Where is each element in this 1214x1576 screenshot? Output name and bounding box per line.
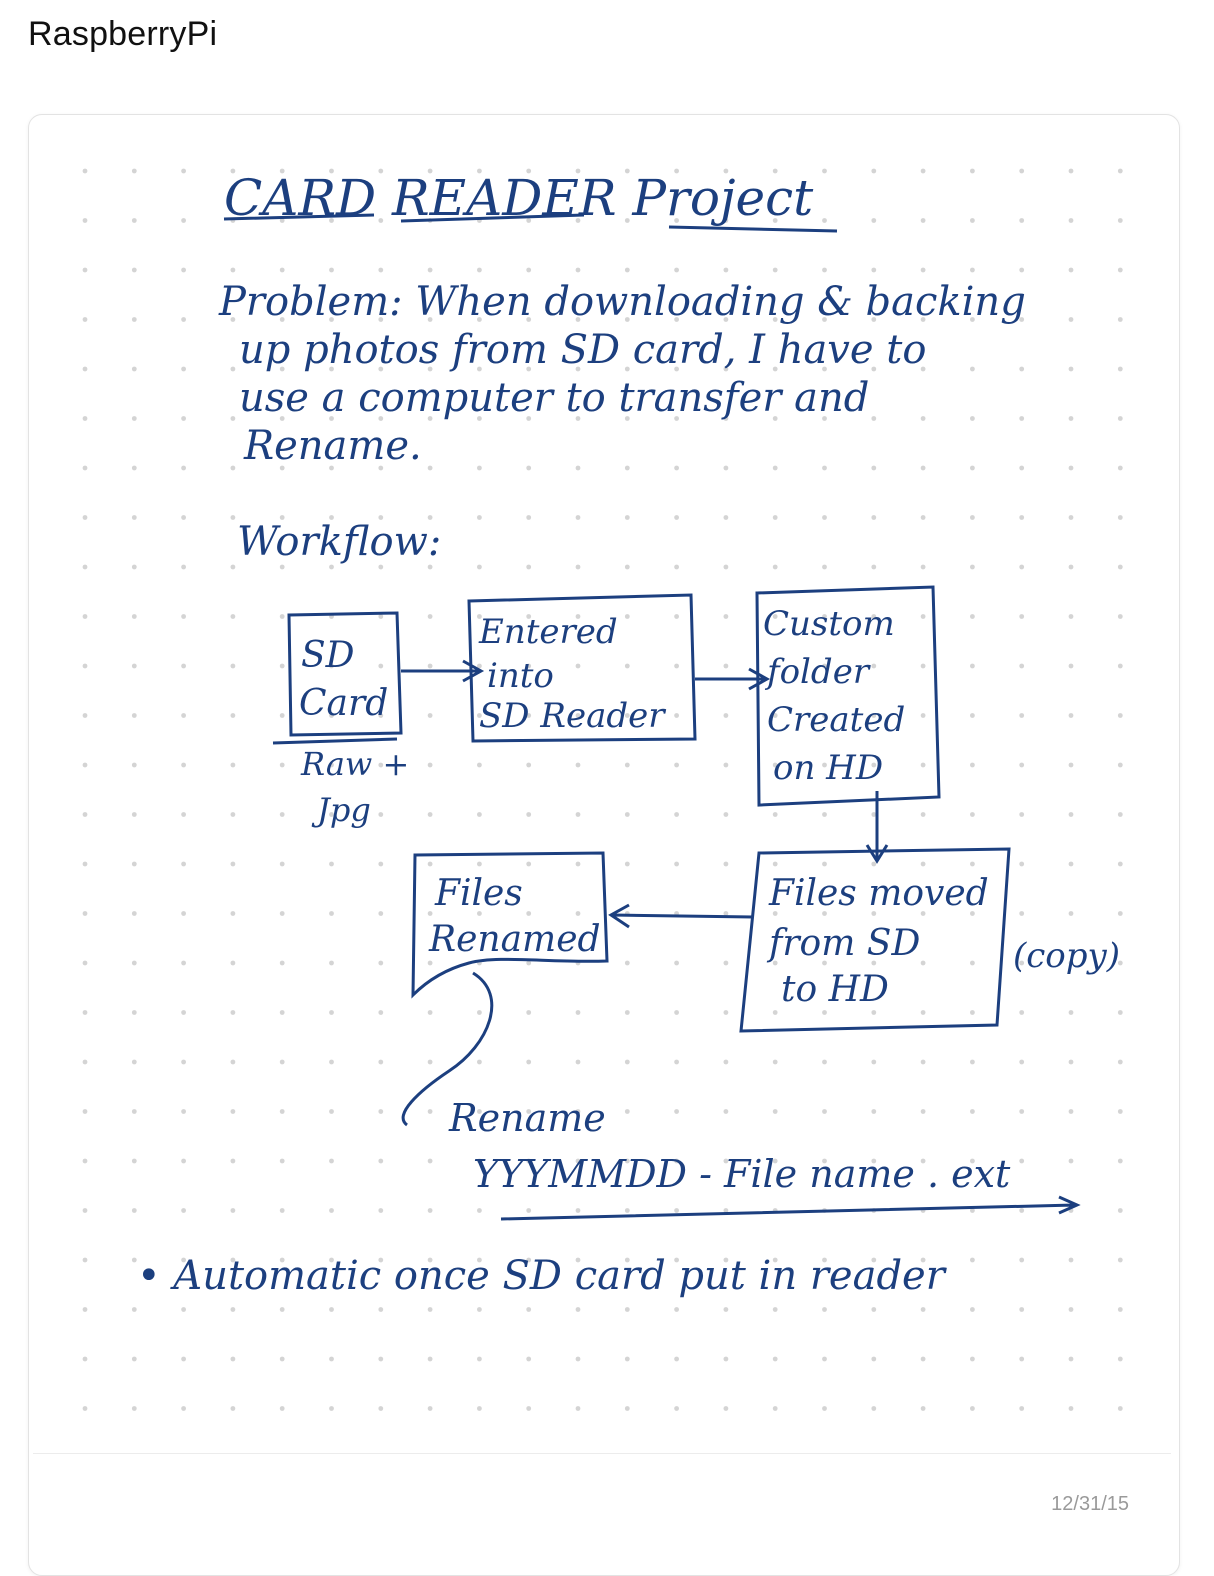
sd-card-line-1: SD	[301, 635, 355, 676]
reader-line-1: Entered	[478, 612, 618, 652]
workflow-label: Workflow:	[237, 519, 441, 565]
rename-pattern-underline	[500, 1195, 1081, 1221]
folder-box	[755, 585, 941, 807]
rename-pattern: YYYMMDD - File name . ext	[473, 1152, 1011, 1196]
rename-connector-curve	[401, 971, 494, 1127]
problem-line-3: use a computer to transfer and	[239, 375, 869, 421]
page-title: RaspberryPi	[28, 15, 218, 53]
dot-grid-background	[82, 168, 1123, 1411]
folder-line-1: Custom	[763, 604, 895, 644]
moved-line-3: to HD	[781, 969, 889, 1010]
problem-line-1: Problem: When downloading & backing	[218, 279, 1026, 325]
renamed-line-2: Renamed	[428, 919, 601, 960]
renamed-box	[411, 851, 609, 999]
copy-note: (copy)	[1013, 936, 1120, 976]
handwritten-note: CARD READER Project Problem: When downlo…	[82, 168, 1123, 1411]
title-underline	[223, 213, 838, 233]
automatic-note: • Automatic once SD card put in reader	[137, 1253, 948, 1299]
reader-line-3: SD Reader	[479, 696, 666, 736]
sd-card-box	[272, 611, 403, 745]
note-date: 12/31/15	[1051, 1493, 1129, 1515]
sd-card-line-2: Card	[299, 683, 388, 724]
moved-box	[739, 847, 1011, 1033]
sd-card-caption-line-1: Raw +	[300, 745, 409, 783]
problem-line-2: up photos from SD card, I have to	[239, 327, 926, 373]
arrow-reader-to-folder	[695, 667, 771, 691]
handwritten-note-canvas: CARD READER Project Problem: When downlo…	[29, 115, 1179, 1453]
reader-line-2: into	[487, 656, 554, 696]
folder-line-4: on HD	[773, 748, 883, 788]
reader-box	[467, 593, 697, 743]
folder-line-2: folder	[764, 652, 871, 692]
sd-card-caption-line-2: Jpg	[311, 791, 371, 829]
arrow-sd-to-reader	[401, 659, 485, 683]
problem-line-4: Rename.	[243, 423, 422, 469]
arrow-moved-to-renamed	[608, 903, 754, 929]
note-footer-divider	[33, 1453, 1171, 1454]
rename-label: Rename	[448, 1096, 606, 1140]
moved-line-1: Files moved	[768, 873, 989, 914]
moved-line-2: from SD	[766, 923, 920, 964]
note-card[interactable]: CARD READER Project Problem: When downlo…	[28, 114, 1180, 1576]
folder-line-3: Created	[767, 700, 905, 740]
renamed-line-1: Files	[434, 873, 523, 914]
